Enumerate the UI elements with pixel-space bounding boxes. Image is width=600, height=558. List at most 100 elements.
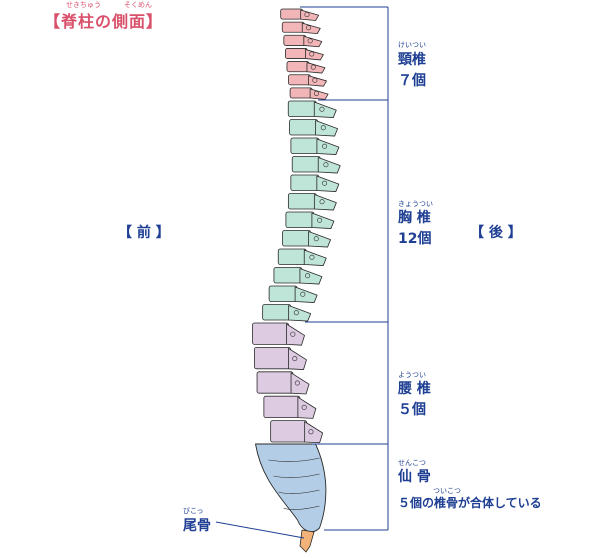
lumbar-spinous-process-2 — [288, 348, 307, 370]
thoracic-facet-8 — [313, 236, 319, 242]
sacrum-segment-line-3 — [278, 489, 320, 494]
title-ruby-left: せきちゅう — [66, 1, 101, 9]
cervical-vertebra-body-2 — [281, 21, 305, 33]
thoracic-vertebra-body-9 — [277, 248, 307, 265]
coccyx-name: 尾骨 — [183, 518, 211, 534]
thoracic-vertebra-body-4 — [291, 156, 321, 173]
page-title: 【脊柱の側面】 — [44, 12, 164, 31]
lumbar-spinous-process-3 — [290, 372, 310, 395]
cervical-vertebra-body-5 — [286, 61, 310, 73]
front-label: 【 前 】 — [118, 225, 170, 241]
thoracic-spinous-process-3 — [316, 138, 340, 155]
thoracic-spinous-process-5 — [316, 175, 340, 192]
lumbar-spinous-process-5 — [304, 421, 324, 444]
thoracic-spinous-process-4 — [317, 157, 341, 174]
cervical-facet-6 — [312, 77, 318, 83]
cervical-vertebra-body-4 — [284, 48, 308, 59]
lumbar-facet-2 — [292, 356, 298, 362]
cervical-ruby: けいつい — [398, 41, 426, 49]
sacrum-segment-line-4 — [283, 505, 320, 510]
thoracic-facet-1 — [319, 106, 325, 112]
thoracic-vertebra-body-12 — [262, 304, 292, 321]
coccyx-pointer — [215, 521, 305, 539]
thoracic-vertebra-body-8 — [282, 230, 311, 247]
thoracic-vertebra-body-1 — [287, 100, 317, 117]
lumbar-name: 腰 椎 — [398, 381, 431, 397]
title-ruby-right: そくめん — [124, 1, 152, 9]
lumbar-facet-3 — [294, 380, 300, 386]
thoracic-facet-7 — [317, 217, 323, 223]
thoracic-vertebra-body-10 — [273, 267, 303, 284]
cervical-spinous-process-3 — [303, 35, 323, 48]
cervical-vertebra-body-3 — [283, 34, 307, 46]
cervical-facet-4 — [309, 51, 315, 57]
cervical-facet-3 — [307, 38, 313, 44]
coccyx-ruby: びこっ — [183, 507, 204, 515]
sacrum-ruby: せんこつ — [398, 459, 426, 467]
thoracic-facet-10 — [305, 273, 311, 279]
thoracic-facet-11 — [300, 291, 306, 297]
lumbar-vertebra-body-2 — [254, 346, 291, 370]
cervical-spinous-process-5 — [306, 62, 326, 74]
lumbar-vertebra-body-3 — [256, 371, 294, 394]
cervical-facet-5 — [310, 64, 316, 70]
cervical-facet-1 — [304, 12, 310, 18]
thoracic-spinous-process-8 — [308, 231, 331, 248]
thoracic-facet-3 — [322, 143, 328, 149]
thoracic-spinous-process-6 — [313, 194, 337, 211]
sacrum-name: 仙 骨 — [398, 469, 431, 485]
cervical-vertebra-body-1 — [280, 8, 304, 20]
cervical-count: ７個 — [398, 73, 426, 89]
lumbar-facet-5 — [308, 429, 314, 435]
lumbar-facet-4 — [301, 404, 307, 410]
thoracic-spinous-process-11 — [294, 286, 318, 303]
sacrum-segment-line-2 — [273, 473, 320, 478]
thoracic-facet-5 — [322, 180, 328, 186]
thoracic-ruby: きょうつい — [398, 200, 433, 208]
thoracic-spinous-process-7 — [311, 212, 335, 229]
thoracic-spinous-process-9 — [303, 249, 327, 266]
lumbar-spinous-process-4 — [297, 396, 317, 419]
thoracic-spinous-process-2 — [315, 120, 338, 137]
thoracic-vertebra-body-6 — [287, 193, 317, 210]
cervical-spinous-process-4 — [305, 49, 324, 61]
cervical-vertebra-body-7 — [289, 87, 313, 99]
sacrum-note: ５個の椎骨が合体している — [398, 496, 542, 510]
sacrum-note-ruby: ついこつ — [433, 487, 461, 495]
thoracic-facet-4 — [323, 162, 329, 168]
thoracic-facet-6 — [319, 199, 325, 205]
lumbar-ruby: ようつい — [398, 371, 426, 379]
thoracic-vertebra-body-2 — [289, 119, 318, 136]
region-brackets — [215, 6, 389, 539]
lumbar-vertebra-body-1 — [252, 322, 289, 345]
cervical-facet-2 — [306, 25, 312, 31]
thoracic-name: 胸 椎 — [398, 210, 431, 226]
thoracic-count: 12個 — [398, 231, 432, 247]
thoracic-spinous-process-12 — [288, 305, 312, 322]
cervical-vertebra-body-6 — [288, 74, 311, 86]
spine-shapes — [252, 8, 341, 553]
cervical-spinous-process-1 — [300, 9, 320, 21]
cervical-name: 頸椎 — [398, 52, 426, 68]
thoracic-vertebra-body-5 — [290, 174, 320, 191]
cervical-spinous-process-7 — [309, 88, 329, 100]
thoracic-facet-2 — [320, 125, 326, 131]
lumbar-count: ５個 — [398, 402, 426, 418]
sacrum-shape — [255, 443, 327, 533]
thoracic-vertebra-body-7 — [285, 211, 315, 228]
lumbar-vertebra-body-4 — [263, 395, 301, 419]
sacrum-segment-line-1 — [268, 457, 320, 462]
cervical-spinous-process-2 — [301, 22, 321, 35]
thoracic-vertebra-body-3 — [290, 137, 320, 154]
thoracic-vertebra-body-11 — [268, 285, 298, 302]
lumbar-facet-1 — [290, 331, 296, 337]
coccyx-shape — [299, 529, 315, 553]
thoracic-spinous-process-1 — [313, 101, 337, 118]
cervical-facet-7 — [313, 90, 319, 96]
thoracic-facet-9 — [309, 254, 315, 260]
cervical-spinous-process-6 — [308, 75, 327, 87]
thoracic-facet-12 — [293, 310, 299, 316]
lumbar-vertebra-body-5 — [270, 420, 308, 443]
lumbar-spinous-process-1 — [286, 323, 305, 346]
